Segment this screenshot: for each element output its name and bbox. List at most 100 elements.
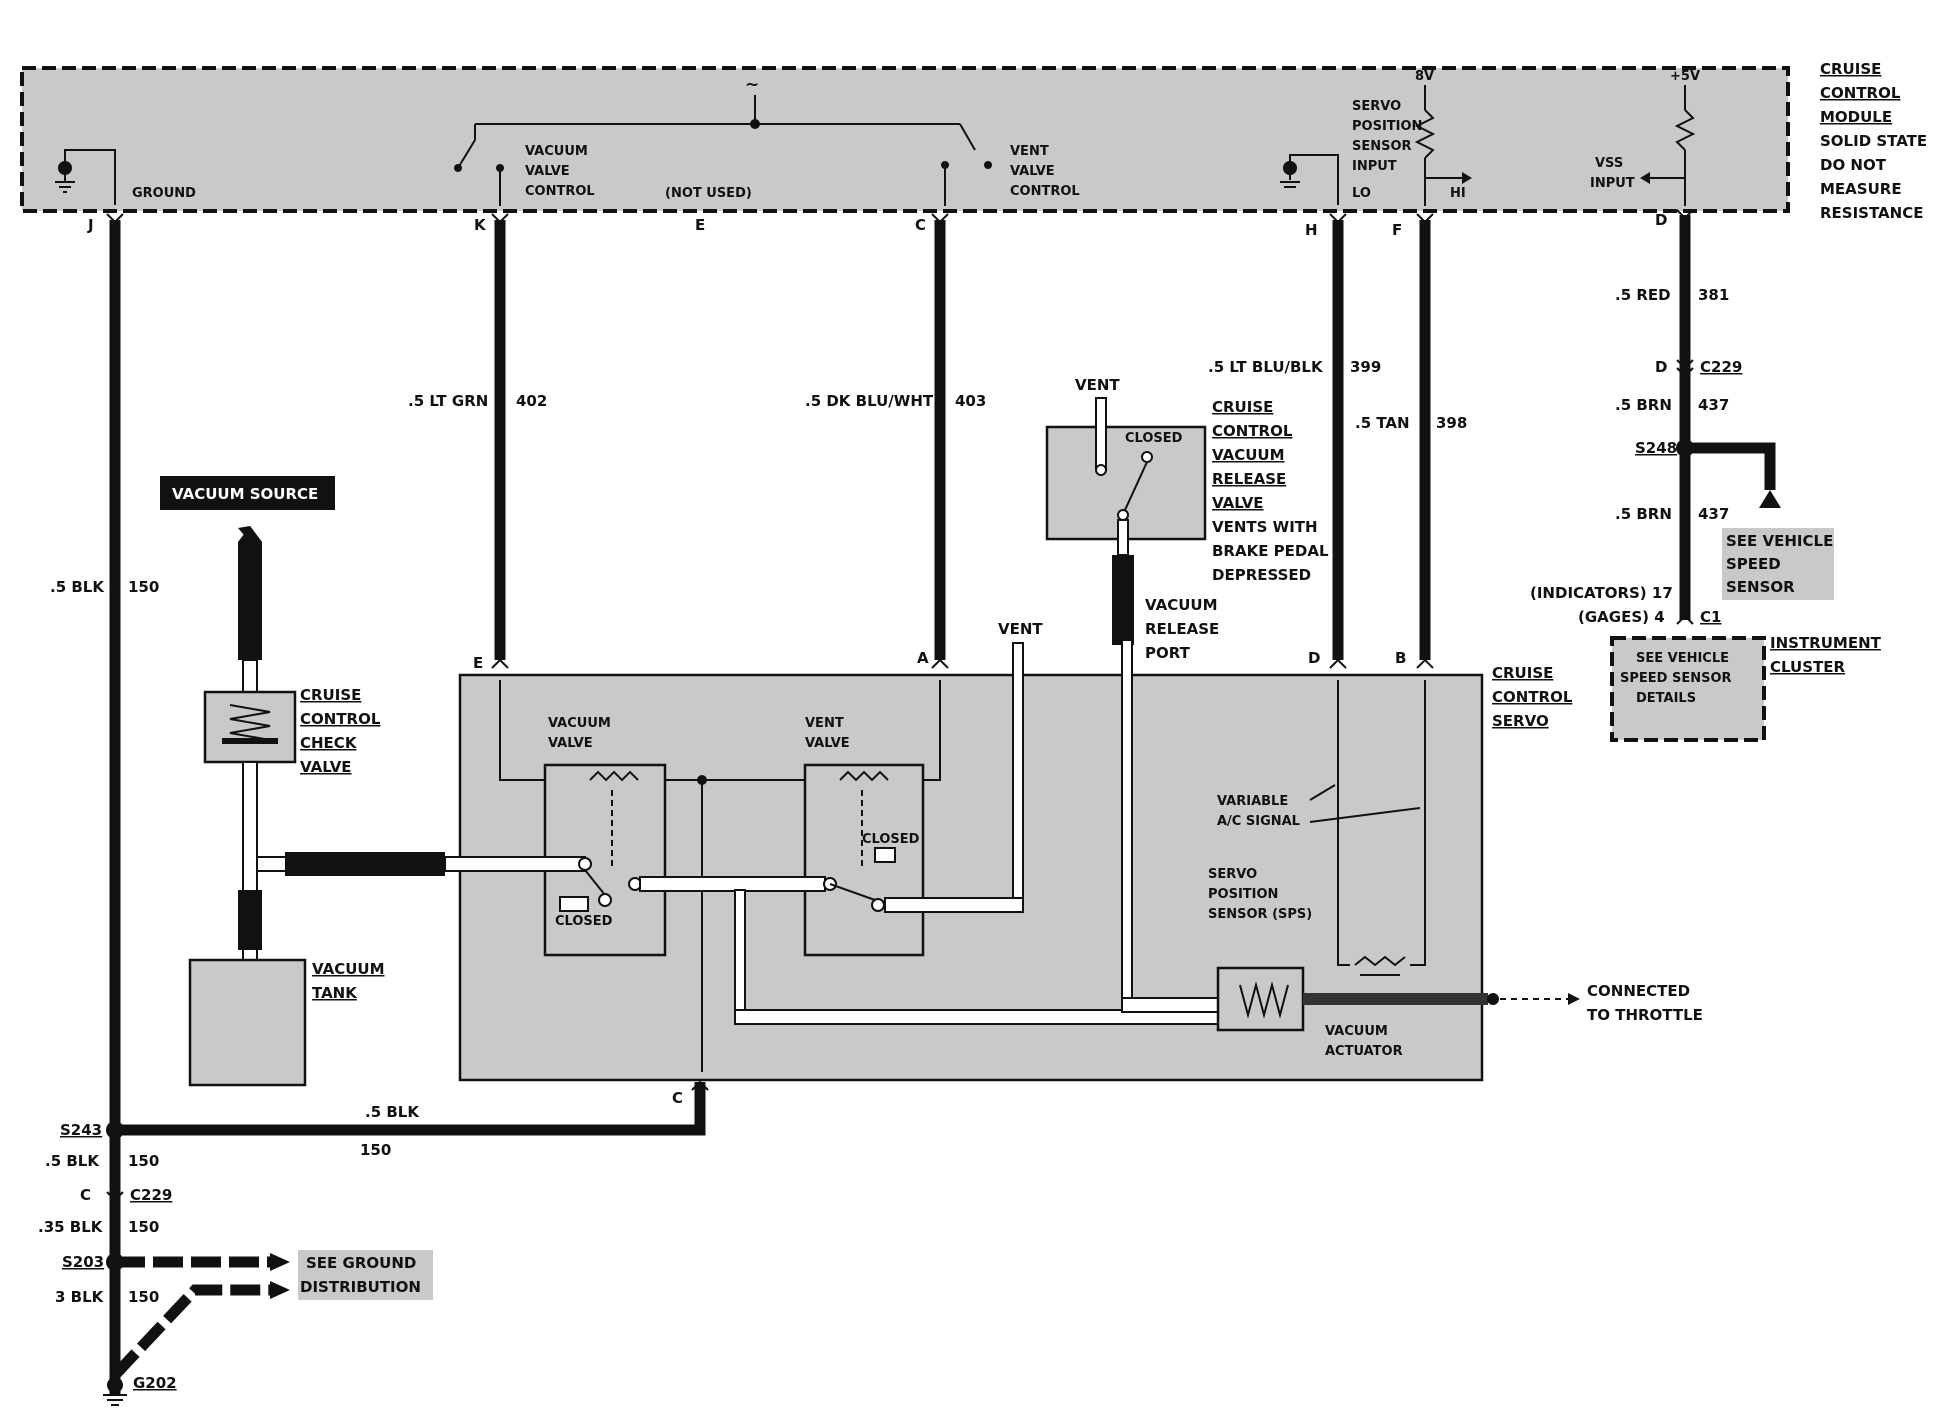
servo-vent-closed-label: CLOSED xyxy=(862,832,920,847)
sps-input-label-2: POSITION xyxy=(1352,119,1422,134)
servo-vent-pipe xyxy=(1012,642,1024,906)
vss-input-label-2: INPUT xyxy=(1590,176,1635,191)
wire-vss-circuit: 381 xyxy=(1698,286,1729,304)
wire-ground-circuit: 150 xyxy=(128,578,159,596)
module-ground-symbol xyxy=(55,149,116,205)
release-port-label-2: RELEASE xyxy=(1145,620,1219,638)
ref-speed-details-1: SEE VEHICLE xyxy=(1636,651,1729,666)
actuator-label-2: ACTUATOR xyxy=(1325,1044,1403,1059)
wire-vent-403 xyxy=(931,213,949,669)
variable-ac-arrow-2 xyxy=(1309,807,1421,823)
check-valve-label-3: CHECK xyxy=(300,734,358,752)
servo-title-1: CRUISE xyxy=(1492,664,1553,682)
module-pin-d: D xyxy=(1655,211,1667,229)
ground-4-gauge: 3 BLK xyxy=(55,1288,105,1306)
s243-label: S243 xyxy=(60,1121,102,1139)
module-pin-h: H xyxy=(1305,221,1318,239)
vacuum-actuator xyxy=(1216,966,1580,1032)
vss-resistor xyxy=(1640,85,1696,206)
release-note-1: VENTS WITH xyxy=(1212,518,1318,536)
ref-ground-distribution-box xyxy=(298,1250,433,1300)
release-port-hose xyxy=(1112,555,1134,645)
wire-sps-hi-circuit: 398 xyxy=(1436,414,1467,432)
instrument-cluster-1: INSTRUMENT xyxy=(1770,634,1882,652)
wire-vss-3-gauge: .5 BRN xyxy=(1615,505,1672,523)
wire-sps-lo-gauge: .5 LT BLU/BLK xyxy=(1208,358,1324,376)
module-pin-e: E xyxy=(695,216,705,234)
release-port-label-1: VACUUM xyxy=(1145,596,1218,614)
sps-input-label-1: SERVO xyxy=(1352,99,1401,114)
c1-gages: (GAGES) 4 xyxy=(1578,608,1665,626)
c229-top-name: C229 xyxy=(1700,358,1742,376)
servo-vent-label: VENT xyxy=(998,620,1043,638)
sps-input-ground-symbol xyxy=(1280,154,1339,205)
servo-ground-gauge: .5 BLK xyxy=(365,1103,420,1121)
module-pin-k: K xyxy=(474,216,487,234)
wire-ground-gauge: .5 BLK xyxy=(50,578,105,596)
module-note-1: SOLID STATE xyxy=(1820,132,1927,150)
sps-element xyxy=(1354,955,1406,967)
ground-2-circuit: 150 xyxy=(128,1152,159,1170)
ref-ground-2: DISTRIBUTION xyxy=(300,1278,421,1296)
throttle-label-1: CONNECTED xyxy=(1587,982,1690,1000)
vacuum-valve-switch xyxy=(454,124,504,206)
servo-pin-d: D xyxy=(1308,649,1320,667)
ref-vss-1: SEE VEHICLE xyxy=(1726,532,1833,550)
wire-vss-3-circuit: 437 xyxy=(1698,505,1729,523)
instrument-cluster-2: CLUSTER xyxy=(1770,658,1845,676)
vacuum-source-box xyxy=(160,476,335,510)
actuator-label-1: VACUUM xyxy=(1325,1024,1388,1039)
release-note-2: BRAKE PEDAL xyxy=(1212,542,1329,560)
c1-indicators: (INDICATORS) 17 xyxy=(1530,584,1673,602)
module-ground-label: GROUND xyxy=(132,186,196,201)
ac-symbol: ~ xyxy=(745,75,759,95)
sps-hi-label: HI xyxy=(1450,186,1466,201)
servo-vent-valve-label-1: VENT xyxy=(805,716,844,731)
module-note-4: RESISTANCE xyxy=(1820,204,1923,222)
wire-sps-hi-398 xyxy=(1416,213,1434,669)
ref-speed-details-3: DETAILS xyxy=(1636,691,1696,706)
ref-vss-2: SPEED xyxy=(1726,555,1781,573)
module-pin-c: C xyxy=(915,216,926,234)
release-valve-label-1: CRUISE xyxy=(1212,398,1273,416)
sps-lo-label: LO xyxy=(1352,186,1371,201)
module-title-1: CRUISE xyxy=(1820,60,1881,78)
servo-pin-e: E xyxy=(473,654,483,672)
check-valve-label-4: VALVE xyxy=(300,758,352,776)
release-valve-label-2: CONTROL xyxy=(1212,422,1293,440)
wire-vacuum-circuit: 402 xyxy=(516,392,547,410)
variable-ac-label-1: VARIABLE xyxy=(1217,794,1288,809)
check-valve-label-1: CRUISE xyxy=(300,686,361,704)
sps-input-label-4: INPUT xyxy=(1352,159,1397,174)
instrument-cluster-box xyxy=(1610,636,1766,742)
wire-vacuum-402 xyxy=(491,213,509,669)
wire-vss-gauge: .5 RED xyxy=(1615,286,1671,304)
sps-label-1: SERVO xyxy=(1208,867,1257,882)
servo-pin-b: B xyxy=(1395,649,1406,667)
vacuum-valve-label-1: VACUUM xyxy=(525,144,588,159)
module-title-3: MODULE xyxy=(1820,108,1892,126)
ground-4-circuit: 150 xyxy=(128,1288,159,1306)
variable-ac-arrow-1 xyxy=(1309,784,1336,801)
sps-input-label-3: SENSOR xyxy=(1352,139,1412,154)
wire-vss-381 xyxy=(1676,209,1781,620)
vacuum-valve-label-3: CONTROL xyxy=(525,184,595,199)
wire-vss-2-gauge: .5 BRN xyxy=(1615,396,1672,414)
cruise-control-module-box xyxy=(20,66,1790,213)
sps-label-3: SENSOR (SPS) xyxy=(1208,907,1312,922)
vent-valve-switch xyxy=(941,123,992,206)
variable-ac-label-2: A/C SIGNAL xyxy=(1217,814,1300,829)
s203-label: S203 xyxy=(62,1253,104,1271)
servo-vacuum-valve-label-2: VALVE xyxy=(548,736,593,751)
wire-sps-lo-circuit: 399 xyxy=(1350,358,1381,376)
vacuum-source-label: VACUUM SOURCE xyxy=(172,485,318,503)
servo-vacuum-valve-label-1: VACUUM xyxy=(548,716,611,731)
wire-sps-hi-gauge: .5 TAN xyxy=(1355,414,1410,432)
vacuum-tee-pipes xyxy=(238,761,458,961)
check-valve xyxy=(203,690,297,764)
wire-sps-lo-399 xyxy=(1329,213,1347,669)
c229-top-pin: D xyxy=(1655,358,1667,376)
vent-valve-label-1: VENT xyxy=(1010,144,1049,159)
release-valve-label-4: RELEASE xyxy=(1212,470,1286,488)
